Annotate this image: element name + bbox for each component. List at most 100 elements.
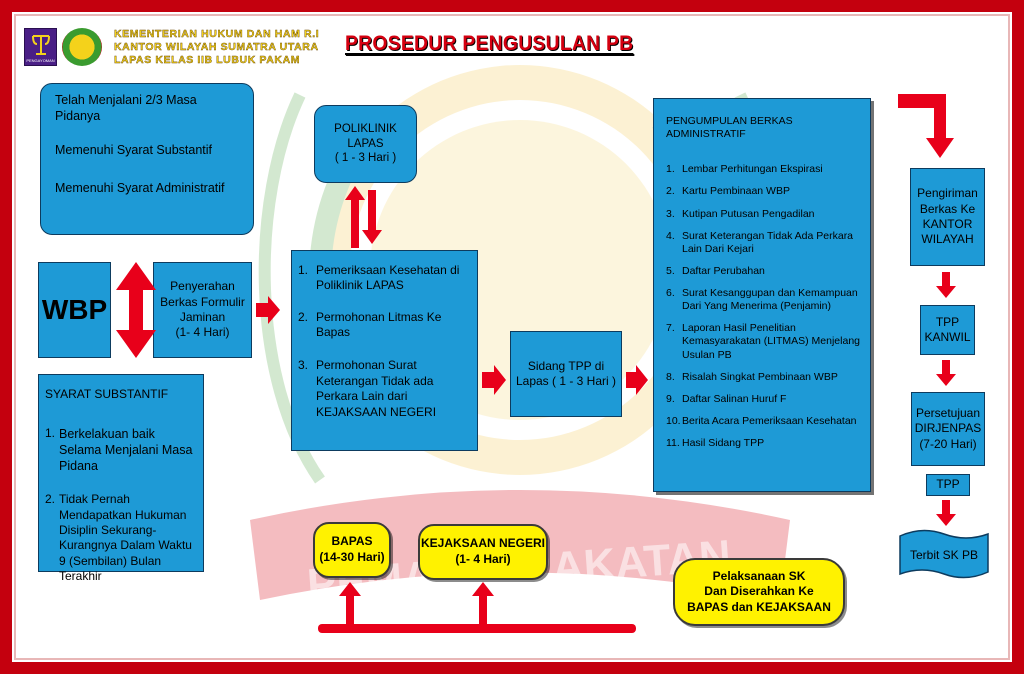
pelaksanaan-line1: Pelaksanaan SK (712, 568, 806, 583)
pemeriksaan-item-num: 2. (298, 309, 309, 324)
syarat-item: 2. Tidak Pernah Mendapatkan Hukuman Disi… (45, 492, 197, 584)
pemeriksaan-item: 2. Permohonan Litmas Ke Bapas (298, 310, 469, 341)
berkas-item-num: 11. (666, 437, 680, 449)
arrow-up-poliklinik (345, 186, 365, 248)
pemeriksaan-item-num: 3. (298, 358, 309, 373)
berkas-item: 7. Laporan Hasil Penelitian Kemasyarakata… (666, 322, 864, 361)
berkas-item: 1. Lembar Perhitungan Ekspirasi (666, 163, 864, 176)
sidang-line2: Lapas ( 1 - 3 Hari ) (515, 374, 617, 388)
pemeriksaan-item: 1. Pemeriksaan Kesehatan di Poliklinik L… (298, 263, 469, 294)
bapas-line2: (14-30 Hari) (319, 550, 385, 564)
tpp-label: TPP (936, 477, 960, 492)
arrow-up-kejaksaan (472, 582, 494, 624)
berkas-administratif-box: PENGUMPULAN BERKAS ADMINISTRATIF 1. Lemba… (653, 98, 871, 492)
arrow-to-pemeriksaan (256, 296, 280, 324)
sidang-tpp-box: Sidang TPP di Lapas ( 1 - 3 Hari ) (510, 331, 622, 417)
berkas-item-text: Risalah Singkat Pembinaan WBP (682, 370, 838, 383)
berkas-item: 2. Kartu Pembinaan WBP (666, 185, 864, 198)
persetujuan-line3: (7-20 Hari) (919, 436, 977, 451)
bapas-box: BAPAS (14-30 Hari) (313, 522, 391, 578)
berkas-item: 8. Risalah Singkat Pembinaan WBP (666, 371, 864, 384)
bapas-line1: BAPAS (331, 534, 373, 549)
berkas-item-num: 4. (666, 229, 675, 242)
arrow-to-terbit (936, 500, 956, 526)
penyerahan-line2: Berkas Formulir (160, 294, 245, 309)
tpp-kanwil-line1: TPP (935, 314, 960, 329)
requirement-3: Memenuhi Syarat Administratif (55, 181, 225, 195)
berkas-item-num: 9. (666, 392, 675, 405)
org-line-3: LAPAS KELAS IIB LUBUK PAKAM (114, 54, 301, 66)
berkas-item: 9.Daftar Salinan Huruf F (666, 393, 864, 406)
kejaksaan-line2: (1- 4 Hari) (455, 552, 511, 566)
arrow-to-tpp-kanwil (936, 272, 956, 298)
berkas-item-num: 1. (666, 163, 675, 176)
terbit-sk-shape (899, 529, 989, 579)
pemeriksaan-box: 1. Pemeriksaan Kesehatan di Poliklinik L… (291, 250, 478, 451)
pelaksanaan-box: Pelaksanaan SK Dan Diserahkan Ke BAPAS d… (673, 558, 845, 626)
arrow-to-berkas (626, 365, 648, 395)
berkas-item-text: Surat Kesanggupan dan Kemampuan Dari Yan… (682, 287, 858, 313)
syarat-item: 1. Berkelakuan baik Selama Menjalani Mas… (45, 426, 197, 474)
berkas-list: 1. Lembar Perhitungan Ekspirasi 2. Kartu Pe… (666, 163, 864, 450)
requirements-box: Telah Menjalani 2/3 Masa Pidanya Memenuh… (40, 83, 254, 235)
org-line-2: KANTOR WILAYAH SUMATRA UTARA (114, 41, 319, 53)
pemeriksaan-item-num: 1. (298, 263, 309, 277)
berkas-item-num: 3. (666, 207, 675, 220)
pengiriman-line1: Pengiriman (917, 186, 978, 201)
syarat-substantif-box: SYARAT SUBSTANTIF 1. Berkelakuan baik Se… (38, 374, 204, 583)
pemeriksaan-item-text: Pemeriksaan Kesehatan di Poliklinik LAPA… (316, 263, 460, 293)
logo-caption: PENGAYOMAN (26, 58, 55, 63)
berkas-item-text: Kutipan Putusan Pengadilan (682, 207, 815, 220)
tpp-kanwil-line2: KANWIL (924, 330, 971, 344)
requirement-1b: Pidanya (55, 109, 101, 123)
tpp-kanwil-box: TPP KANWIL (920, 305, 975, 355)
kejaksaan-line1: KEJAKSAAN NEGERI (420, 536, 546, 551)
persetujuan-line1: Persetujuan (915, 405, 981, 420)
ministry-logo: PENGAYOMAN (24, 28, 57, 66)
requirement-2: Memenuhi Syarat Substantif (55, 143, 213, 157)
requirement-1a: Telah Menjalani 2/3 Masa (55, 93, 197, 107)
berkas-item-text: Kartu Pembinaan WBP (682, 185, 790, 198)
arrow-down-pemeriksaan (362, 190, 382, 244)
berkas-item-num: 8. (666, 370, 675, 383)
berkas-item-text: Laporan Hasil Penelitian Kemasyarakatan … (682, 322, 860, 361)
pemeriksaan-item-text: Permohonan Litmas Ke Bapas (316, 309, 442, 340)
berkas-item-text: Surat Keterangan Tidak Ada Perkara Lain … (682, 229, 854, 255)
pelaksanaan-line2: Dan Diserahkan Ke (704, 584, 814, 599)
arrow-to-pengiriman (898, 94, 954, 158)
page-title: PROSEDUR PENGUSULAN PB (345, 32, 634, 55)
syarat-heading: SYARAT SUBSTANTIF (45, 387, 169, 401)
berkas-item: 3. Kutipan Putusan Pengadilan (666, 208, 864, 221)
berkas-item: 11.Hasil Sidang TPP (666, 437, 864, 450)
berkas-item-text: Daftar Perubahan (682, 264, 765, 277)
persetujuan-line2: DIRJENPAS (914, 421, 982, 436)
arrow-to-persetujuan (936, 360, 956, 386)
berkas-item-num: 2. (666, 185, 675, 198)
poliklinik-line3: ( 1 - 3 Hari ) (334, 152, 397, 165)
berkas-item-num: 5. (666, 264, 675, 277)
syarat-item-num: 2. (45, 492, 56, 507)
berkas-item-num: 10. (666, 414, 681, 427)
wbp-double-arrow (116, 262, 156, 358)
berkas-item: 5. Daftar Perubahan (666, 265, 864, 278)
bottom-bar (318, 624, 636, 633)
penyerahan-line1: Penyerahan (170, 279, 235, 294)
berkas-item-text: Lembar Perhitungan Ekspirasi (682, 163, 823, 176)
wbp-box: WBP (38, 262, 111, 358)
berkas-heading: PENGUMPULAN BERKAS ADMINISTRATIF (666, 115, 793, 141)
tpp-box: TPP (926, 474, 970, 496)
pemeriksaan-item-text: Permohonan Surat Keterangan Tidak ada Pe… (316, 358, 437, 419)
pengiriman-line2: Berkas Ke (919, 201, 976, 216)
pelaksanaan-line3: BAPAS dan KEJAKSAAN (687, 599, 831, 614)
berkas-item-num: 7. (666, 322, 675, 335)
poliklinik-box: POLIKLINIK LAPAS ( 1 - 3 Hari ) (314, 105, 417, 183)
berkas-item: 6.Surat Kesanggupan dan Kemampuan Dari Y… (666, 287, 864, 313)
berkas-item-text: Hasil Sidang TPP (682, 437, 765, 449)
syarat-item-text: Tidak Pernah Mendapatkan Hukuman Disipli… (59, 492, 192, 584)
berkas-item-text: Berita Acara Pemeriksaan Kesehatan (682, 414, 857, 427)
syarat-item-num: 1. (45, 426, 56, 441)
pengiriman-box: Pengiriman Berkas Ke KANTOR WILAYAH (910, 168, 985, 266)
pemasyarakatan-seal (62, 28, 102, 66)
org-line-1: KEMENTERIAN HUKUM DAN HAM R.I (114, 28, 320, 40)
